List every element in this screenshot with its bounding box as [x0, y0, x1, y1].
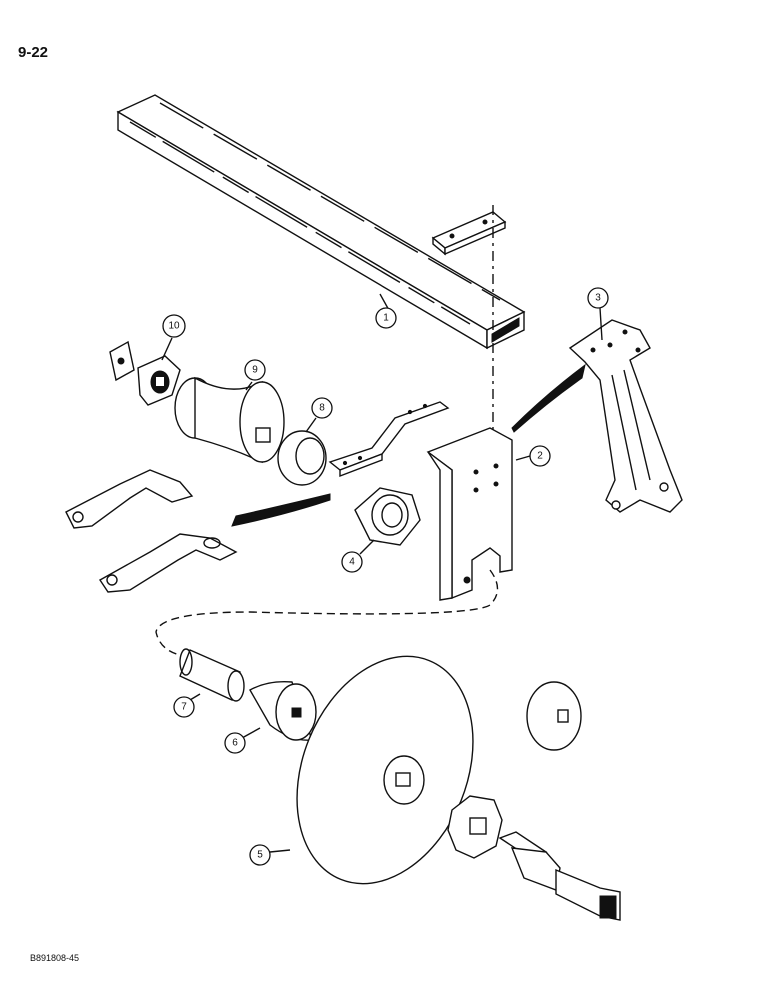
scraper-bracket-lower [98, 533, 238, 593]
axle-shaft [498, 831, 621, 921]
gang-bar-tube [116, 94, 526, 350]
svg-text:9: 9 [252, 365, 258, 376]
svg-text:6: 6 [232, 738, 238, 749]
bearing-flange [109, 340, 181, 406]
strap-bracket [328, 401, 450, 478]
callout-8: 8 [311, 397, 333, 419]
figure-code: B891808-45 [30, 953, 80, 963]
page-number: 9-22 [18, 44, 49, 61]
svg-text:7: 7 [181, 702, 187, 713]
callout-6: 6 [224, 732, 246, 754]
bearing-housing [354, 487, 421, 546]
callout-4: 4 [341, 551, 363, 573]
assembly-path [155, 569, 499, 656]
scraper-bracket-upper [65, 469, 194, 529]
hanger-bracket [426, 427, 513, 601]
svg-text:8: 8 [319, 403, 325, 414]
svg-text:2: 2 [537, 451, 543, 462]
bearing-arm [568, 319, 683, 513]
callout-9: 9 [244, 359, 266, 381]
callout-2: 2 [529, 445, 551, 467]
sleeve-tube [179, 648, 245, 702]
callout-5: 5 [249, 844, 271, 866]
svg-text:5: 5 [257, 850, 263, 861]
clamp-plate [431, 211, 507, 256]
disc-blade [296, 655, 474, 885]
svg-text:3: 3 [595, 293, 601, 304]
cone-spacer [249, 680, 317, 741]
arrow-to-scraper [231, 493, 331, 527]
callout-7: 7 [173, 696, 195, 718]
arrow-to-bracket [511, 363, 586, 433]
callout-10: 10 [162, 314, 186, 338]
svg-text:1: 1 [383, 313, 389, 324]
cone-washer [277, 430, 327, 486]
callout-3: 3 [587, 287, 609, 309]
spool-spacer [174, 376, 285, 464]
svg-text:4: 4 [349, 557, 355, 568]
hex-nut [447, 795, 503, 859]
callout-1: 1 [375, 307, 397, 329]
spacer-disc [526, 681, 582, 751]
svg-text:10: 10 [168, 321, 180, 332]
